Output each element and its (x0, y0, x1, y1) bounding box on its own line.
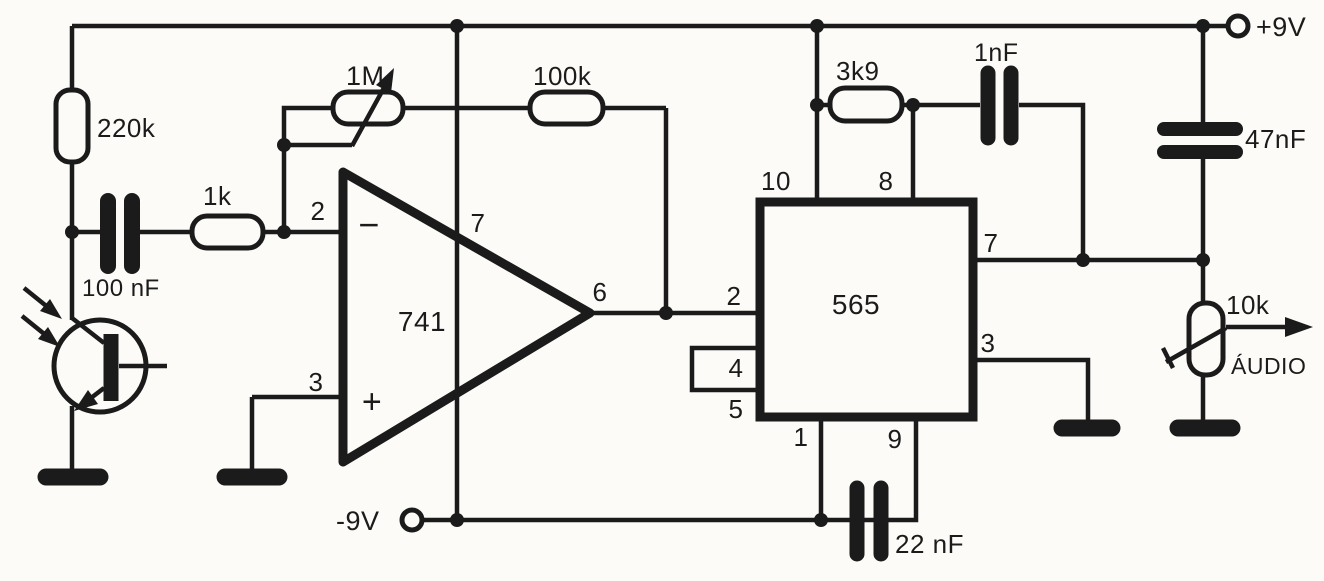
opamp-part-label: 741 (398, 306, 446, 337)
opamp-pin-3: 3 (309, 367, 324, 397)
audio-arrow-icon (1285, 317, 1313, 337)
ic-pin-5: 5 (729, 394, 744, 424)
label-47nF: 47nF (1245, 124, 1306, 154)
terminal-minus-9v: -9V (336, 506, 425, 536)
opamp-pin-6: 6 (593, 277, 608, 307)
ic-pin-10: 10 (761, 166, 791, 196)
label-100nF: 100 nF (82, 275, 160, 302)
opamp-741 (338, 167, 595, 467)
label-1k: 1k (203, 181, 232, 211)
label-100k: 100k (533, 61, 592, 91)
capacitor-47nF: 47nF (1157, 122, 1306, 159)
potentiometer-1M: 1M (330, 61, 406, 148)
ic-pin-8: 8 (879, 166, 894, 196)
label-1M: 1M (346, 61, 385, 91)
label-10k: 10k (1226, 290, 1270, 320)
junction-dots (65, 19, 1210, 527)
opamp-triangle-icon (338, 167, 595, 467)
opamp-plus-sign: + (362, 383, 382, 421)
wires (69, 23, 1227, 523)
potentiometer-10k: 10k (1160, 290, 1270, 378)
ic-pin-7: 7 (984, 228, 999, 258)
ground-icon (37, 419, 1241, 486)
resistor-220k: 220k (53, 87, 156, 165)
capacitor-22nF: 22 nF (849, 480, 964, 562)
capacitor-100nF: 100 nF (82, 193, 160, 302)
ic-pin-9: 9 (888, 424, 903, 454)
label-1nF: 1nF (974, 39, 1019, 67)
ic-pin-2: 2 (727, 281, 742, 311)
ic-pin-3: 3 (981, 328, 996, 358)
label-3k9: 3k9 (836, 56, 879, 86)
terminal-circle-icon (1225, 13, 1251, 39)
vminus-label: -9V (336, 506, 380, 536)
opamp-pin-2: 2 (311, 196, 326, 226)
pot-arrow-icon (376, 68, 394, 93)
ic-565-box (755, 197, 978, 422)
vplus-label: +9V (1256, 12, 1306, 42)
emitter-arrow-icon (74, 390, 98, 411)
capacitor-1nF: 1nF (974, 39, 1019, 146)
audio-label: ÁUDIO (1231, 353, 1306, 379)
terminal-circle-icon (399, 507, 425, 533)
ic-pin-4: 4 (729, 353, 744, 383)
resistor-100k: 100k (527, 61, 606, 127)
opamp-pin-7: 7 (471, 208, 486, 238)
pot-wiper-bar (1160, 346, 1176, 370)
audio-output: ÁUDIO (1226, 317, 1313, 379)
label-22nF: 22 nF (895, 529, 964, 559)
opamp-labels: 741 − + 2 3 7 6 (309, 196, 608, 421)
terminal-plus-9v: +9V (1225, 12, 1306, 42)
opamp-minus-sign: − (358, 204, 380, 245)
ic-565-labels: 565 10 8 7 3 2 4 5 1 9 (727, 166, 999, 454)
phototransistor-symbol (74, 334, 119, 411)
resistor-3k9: 3k9 (827, 56, 905, 124)
ic-pin-1: 1 (794, 422, 809, 452)
ic-565 (755, 197, 978, 422)
light-arrows-icon (20, 286, 62, 347)
label-220k: 220k (97, 113, 156, 143)
ic-part-label: 565 (832, 289, 880, 320)
resistor-1k: 1k (189, 181, 266, 251)
